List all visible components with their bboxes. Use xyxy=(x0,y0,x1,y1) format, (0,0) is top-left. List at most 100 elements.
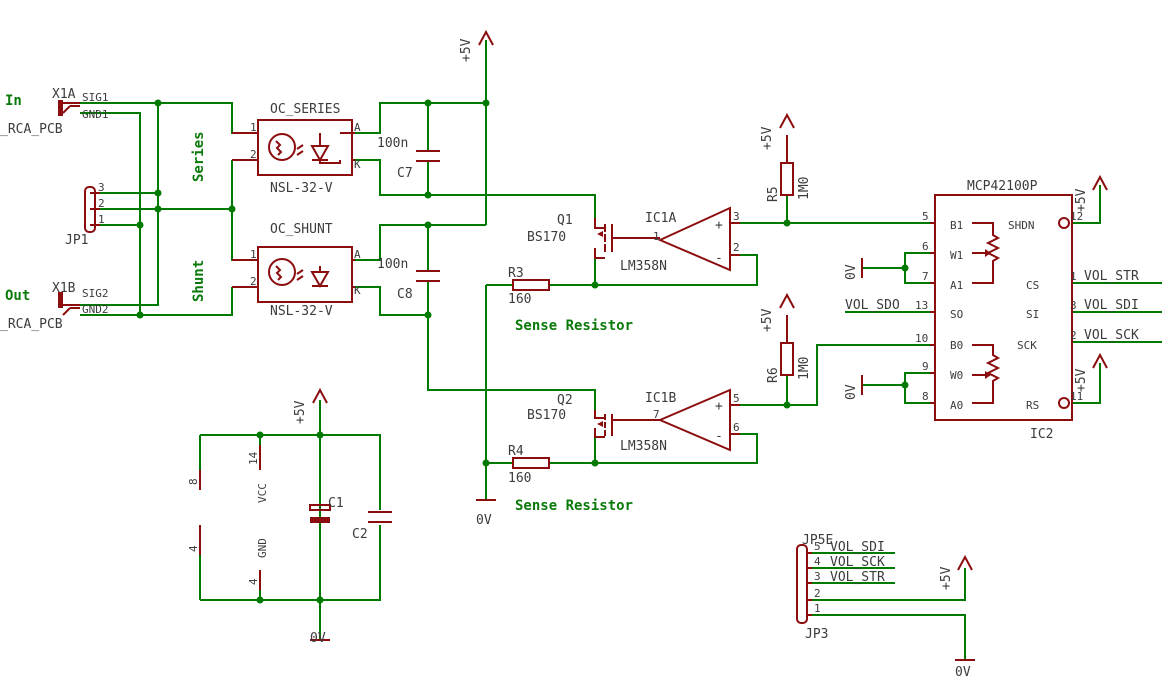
val-q2: BS170 xyxy=(527,408,566,423)
svg-text:+: + xyxy=(715,399,723,414)
svg-text:A: A xyxy=(354,248,361,261)
svg-text:2: 2 xyxy=(250,148,257,161)
svg-text:9: 9 xyxy=(922,360,929,373)
svg-text:14: 14 xyxy=(247,451,260,465)
svg-text:2: 2 xyxy=(98,197,105,210)
header-jp3 xyxy=(796,544,812,624)
svg-text:1: 1 xyxy=(250,248,257,261)
annotations: In Out Series Shunt Sense Resistor Sense… xyxy=(0,38,1139,679)
gnd-r: 0V xyxy=(476,513,492,528)
svg-text:B0: B0 xyxy=(950,339,963,352)
svg-text:12: 12 xyxy=(1070,210,1083,223)
gnd-ic2a: 0V xyxy=(844,264,859,280)
supply-r6: +5V xyxy=(760,308,775,332)
svg-text:1: 1 xyxy=(250,121,257,134)
ref-ic1a: IC1A xyxy=(645,211,676,226)
val-c8: 100n xyxy=(377,257,408,272)
svg-text:3: 3 xyxy=(733,210,740,223)
svg-text:13: 13 xyxy=(915,299,928,312)
svg-text:8: 8 xyxy=(187,478,200,485)
supply-top: +5V xyxy=(459,38,474,62)
gnd-jp3: 0V xyxy=(955,665,971,679)
svg-text:4: 4 xyxy=(814,555,821,568)
svg-text:8: 8 xyxy=(922,390,929,403)
ref-q2: Q2 xyxy=(557,393,573,408)
connector-x1a xyxy=(58,100,80,116)
svg-text:2: 2 xyxy=(814,587,821,600)
net-vol-sdo: VOL_SDO xyxy=(845,298,900,313)
svg-text:CS: CS xyxy=(1026,279,1039,292)
supply-ic2b: +5V xyxy=(1074,368,1089,392)
capacitor-c8 xyxy=(416,270,440,282)
mosfet-q1 xyxy=(594,218,660,259)
optocoupler-series xyxy=(232,119,355,176)
ref-jp5e: JP5E xyxy=(802,533,833,548)
ref-oc-shunt: OC_SHUNT xyxy=(270,222,333,237)
net-vol-sck: VOL_SCK xyxy=(1084,328,1139,343)
svg-text:1: 1 xyxy=(98,213,105,226)
svg-text:3: 3 xyxy=(1070,299,1077,312)
svg-text:6: 6 xyxy=(922,240,929,253)
svg-text:A1: A1 xyxy=(950,279,963,292)
capacitor-c1 xyxy=(309,504,331,523)
svg-text:7: 7 xyxy=(922,270,929,283)
ref-oc-series: OC_SERIES xyxy=(270,102,340,117)
capacitor-c7 xyxy=(416,150,440,162)
ref-x1b: X1B xyxy=(52,281,76,296)
val-ic1a: LM358N xyxy=(620,259,667,274)
lib-x1b: _RCA_PCB xyxy=(0,317,63,332)
ref-ic2: IC2 xyxy=(1030,427,1053,442)
label-sense-2: Sense Resistor xyxy=(515,498,633,514)
supply-jp3: +5V xyxy=(939,566,954,590)
svg-text:11: 11 xyxy=(1070,390,1083,403)
resistor-r4 xyxy=(512,457,550,469)
ref-r5: R5 xyxy=(766,186,781,202)
val-oc-series: NSL-32-V xyxy=(270,181,333,196)
label-sense-1: Sense Resistor xyxy=(515,318,633,334)
label-out: Out xyxy=(5,288,30,304)
ref-c1: C1 xyxy=(328,496,344,511)
svg-text:K: K xyxy=(354,158,361,171)
svg-text:7: 7 xyxy=(653,408,660,421)
ref-q1: Q1 xyxy=(557,213,573,228)
ref-jp3: JP3 xyxy=(805,627,828,642)
val-r3: 160 xyxy=(508,292,531,307)
svg-text:2: 2 xyxy=(733,241,740,254)
val-q1: BS170 xyxy=(527,230,566,245)
svg-text:SHDN: SHDN xyxy=(1008,219,1035,232)
gnd-power: 0V xyxy=(310,631,326,646)
val-oc-shunt: NSL-32-V xyxy=(270,304,333,319)
svg-text:4: 4 xyxy=(247,578,260,585)
label-series: Series xyxy=(191,131,207,182)
resistor-r3 xyxy=(512,279,550,291)
opamp-ic1b: + - xyxy=(657,388,740,452)
svg-text:5: 5 xyxy=(733,392,740,405)
svg-text:W0: W0 xyxy=(950,369,963,382)
ref-ic1b: IC1B xyxy=(645,391,676,406)
svg-text:SI: SI xyxy=(1026,308,1039,321)
capacitor-c2 xyxy=(368,511,392,523)
mosfet-q2 xyxy=(594,410,660,438)
net-vol-sdi: VOL_SDI xyxy=(1084,298,1139,313)
jumper-jp1 xyxy=(84,186,100,233)
resistor-r5 xyxy=(780,135,794,196)
svg-text:B1: B1 xyxy=(950,219,963,232)
svg-text:2: 2 xyxy=(1070,329,1077,342)
svg-text:4: 4 xyxy=(187,545,200,552)
net-vol-str: VOL_STR xyxy=(1084,269,1139,284)
pin-sig2: SIG2 xyxy=(82,287,109,300)
opamp-power-pins xyxy=(199,445,261,590)
svg-text:1: 1 xyxy=(1070,270,1077,283)
svg-text:SO: SO xyxy=(950,308,963,321)
lib-x1a: _RCA_PCB xyxy=(0,122,63,137)
ref-r3: R3 xyxy=(508,266,524,281)
svg-text:1: 1 xyxy=(814,602,821,615)
ref-jp1: JP1 xyxy=(65,233,88,248)
val-c7: 100n xyxy=(377,136,408,151)
opamp-ic1a: + - xyxy=(657,206,740,272)
svg-text:RS: RS xyxy=(1026,399,1039,412)
svg-text:5: 5 xyxy=(922,210,929,223)
svg-text:W1: W1 xyxy=(950,249,963,262)
ic2-mcp42100p xyxy=(930,194,1073,421)
svg-text:A: A xyxy=(354,121,361,134)
